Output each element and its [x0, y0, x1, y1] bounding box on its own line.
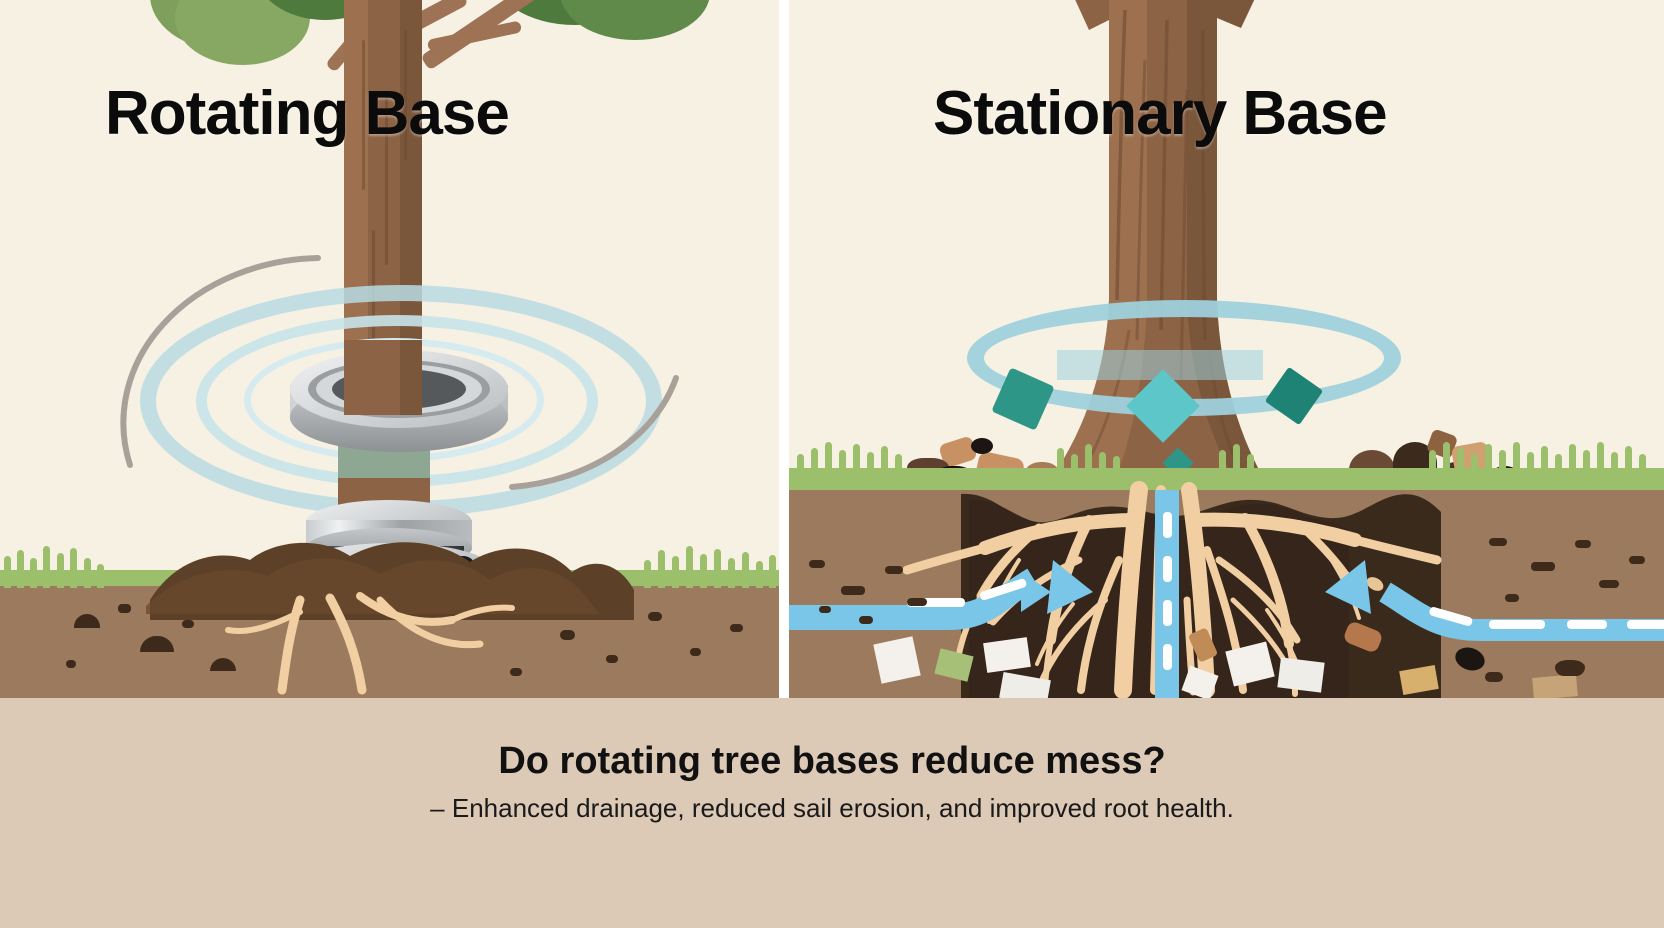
bark-line	[385, 95, 388, 265]
caption-panel: Do rotating tree bases reduce mess? – En…	[0, 698, 1664, 928]
rock	[971, 438, 993, 454]
soil-speck	[1555, 660, 1585, 676]
litter-fragment	[1277, 657, 1325, 693]
caption-subtitle: – Enhanced drainage, reduced sail erosio…	[430, 793, 1234, 823]
caption-title: Do rotating tree bases reduce mess?	[498, 740, 1166, 782]
motion-arc-group	[120, 255, 679, 490]
panel-divider	[779, 0, 789, 698]
grass-tuft-right	[640, 546, 779, 588]
soil-speck	[182, 620, 194, 628]
water-flow-arrows	[789, 560, 1664, 641]
soil-speck	[859, 616, 873, 624]
soil-speck	[809, 560, 825, 568]
soil-speck	[1629, 556, 1645, 564]
soil-speck	[560, 630, 575, 640]
soil-speck	[1599, 580, 1619, 588]
drain-dash	[1163, 644, 1172, 670]
panel-title-left: Rotating Base	[105, 79, 510, 148]
soil-speck	[1531, 562, 1555, 571]
soil-speck	[648, 612, 662, 621]
grass-tuft-strip	[789, 440, 1664, 472]
litter-fragment	[873, 636, 921, 684]
drain-dash	[1163, 512, 1172, 538]
soil-speck	[1485, 672, 1503, 682]
soil-speck	[74, 614, 100, 628]
drain-dash	[1163, 556, 1172, 582]
litter-fragment	[983, 637, 1031, 673]
soil-speck	[210, 658, 236, 671]
grass-line	[789, 468, 1664, 494]
soil-speck	[1489, 538, 1507, 546]
trunk-through-bearing-shade	[400, 340, 422, 415]
soil-speck	[907, 598, 927, 606]
soil-speck	[1575, 540, 1591, 548]
soil-mound-group	[146, 542, 634, 620]
soil-speck	[66, 660, 76, 668]
soil-speck	[730, 624, 743, 632]
drain-dash	[1163, 600, 1172, 626]
root-group-left	[225, 592, 515, 695]
soil-speck	[510, 668, 522, 676]
soil-speck	[819, 606, 831, 613]
grass-tuft-left	[0, 546, 112, 588]
soil-speck	[885, 566, 903, 574]
stationary-base-panel: Stationary Base	[789, 0, 1664, 698]
bark-line	[404, 30, 407, 160]
soil-speck	[1505, 594, 1519, 602]
soil-speck	[140, 636, 174, 652]
bark-line	[362, 40, 365, 190]
soil-speck	[690, 648, 701, 656]
panel-title-right: Stationary Base	[933, 79, 1388, 148]
litter-fragment	[1532, 674, 1578, 698]
soil-speck	[841, 586, 865, 595]
soil-speck	[118, 604, 131, 613]
soil-speck	[606, 655, 618, 663]
rotating-base-panel: Rotating Base	[0, 0, 779, 698]
